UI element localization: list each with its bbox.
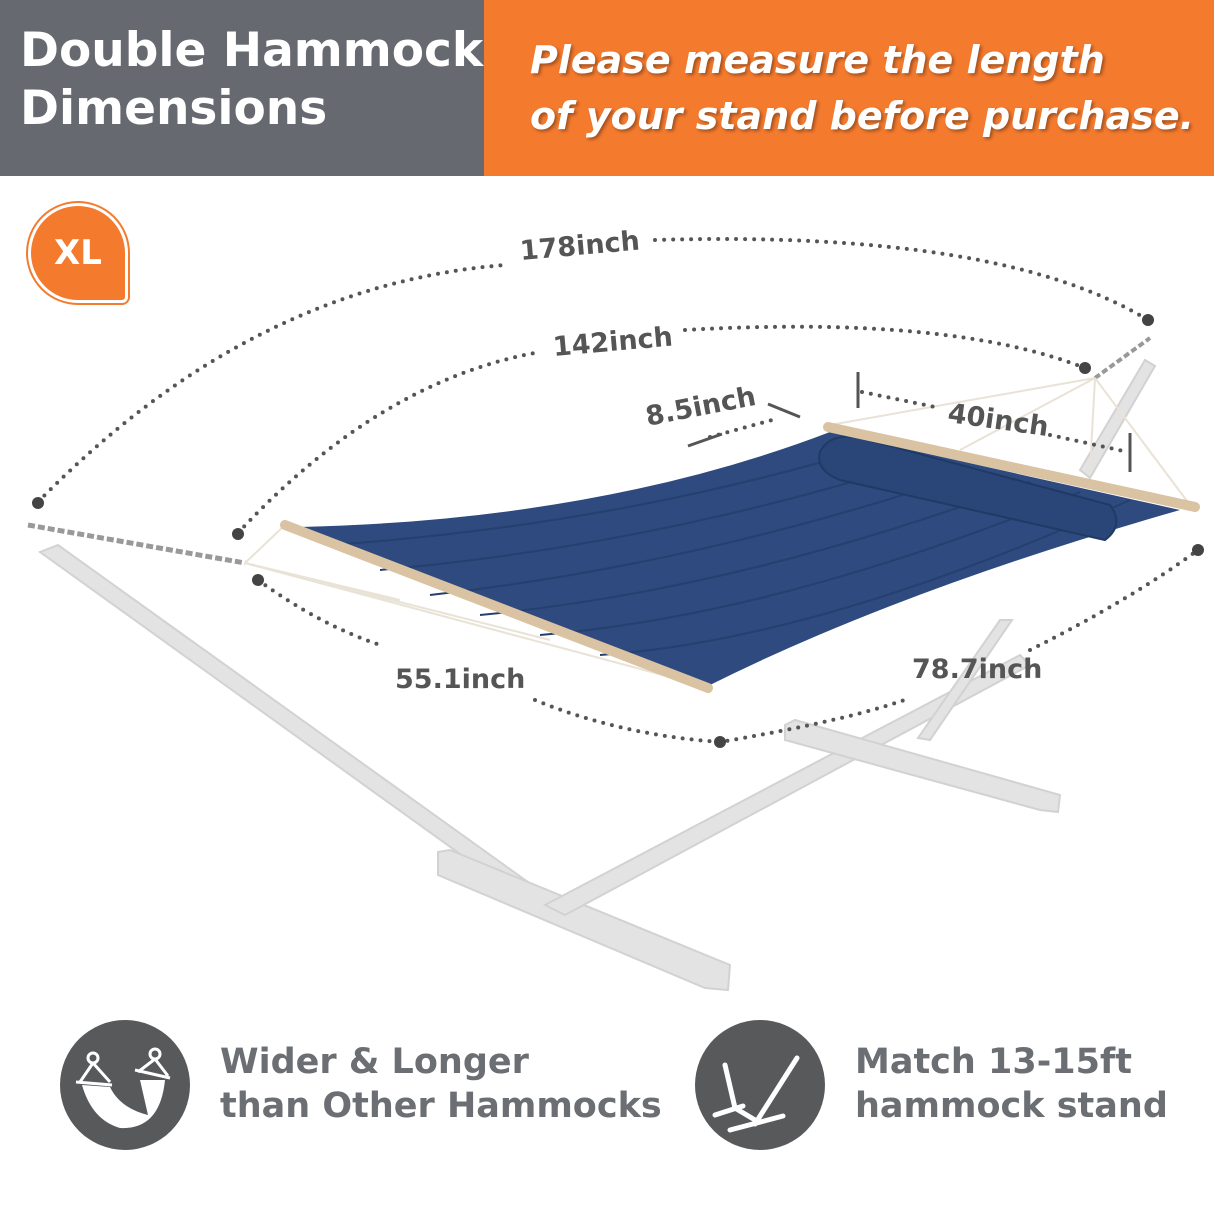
header-title-panel: Double Hammock Dimensions xyxy=(0,0,484,176)
hammock-icon xyxy=(60,1020,190,1150)
left-spreader-bar xyxy=(280,520,713,693)
xl-badge: XL xyxy=(28,203,128,303)
hammock-stand xyxy=(37,358,1157,992)
dim-bed-width: 55.1inch xyxy=(395,664,526,695)
dimension-endpoints xyxy=(32,314,1204,748)
dimension-ticks xyxy=(687,372,1132,472)
left-chain xyxy=(27,522,246,566)
hammock-illustration xyxy=(27,237,1204,992)
hammock-stand-icon xyxy=(695,1020,825,1150)
dim-bed-long-side: 78.7inch xyxy=(912,654,1043,685)
right-spreader-bar xyxy=(823,422,1200,512)
pillow xyxy=(818,435,1118,542)
page-title: Double Hammock Dimensions xyxy=(20,23,484,136)
feature-wider-longer: Wider & Longer than Other Hammocks xyxy=(220,1042,662,1126)
measure-note: Please measure the length of your stand … xyxy=(530,38,1195,138)
header-note-panel: Please measure the length of your stand … xyxy=(484,0,1214,176)
right-chain xyxy=(1093,336,1152,380)
ropes xyxy=(244,377,1191,686)
feature-stand-match: Match 13-15ft hammock stand xyxy=(855,1042,1168,1126)
